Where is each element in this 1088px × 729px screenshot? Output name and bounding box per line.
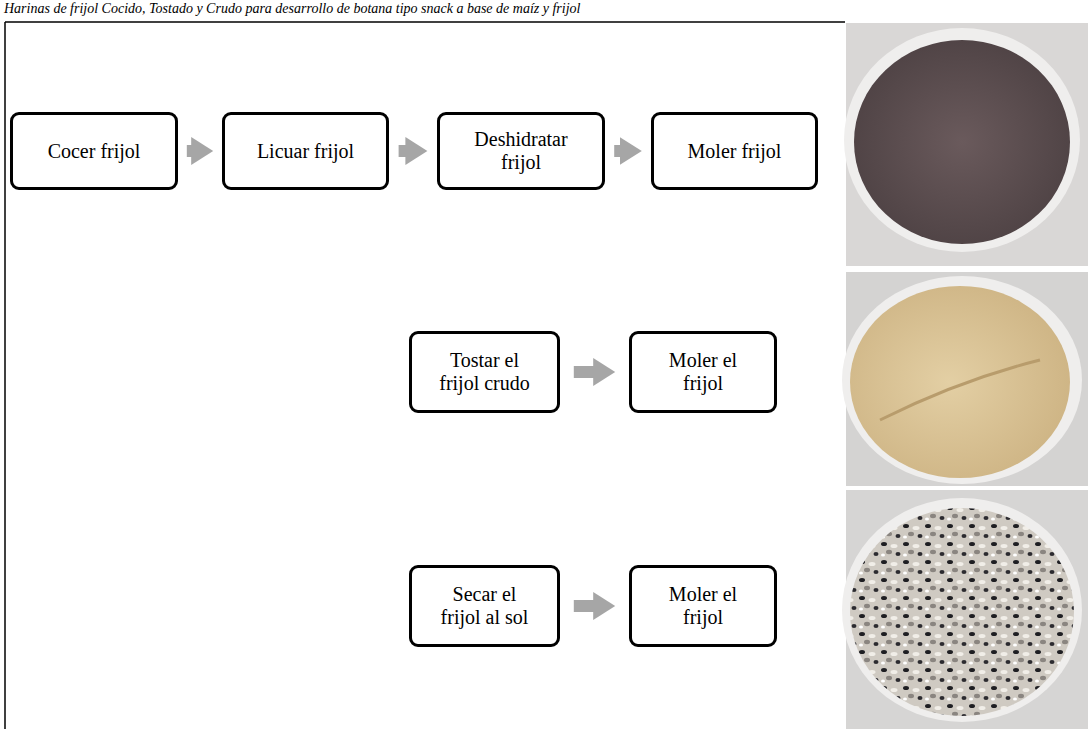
step-label: Tostar el frijol crudo [435,349,535,395]
step-label: Licuar frijol [257,140,354,163]
step-label: Cocer frijol [48,140,141,163]
photo-toasted-flour [842,272,1088,486]
process-box: Secar el frijol al sol [409,565,560,647]
step-label: Moler el frijol [648,349,758,395]
step-label: Secar el frijol al sol [435,583,535,629]
flow-arrow [574,366,595,378]
process-box: Tostar el frijol crudo [409,331,560,413]
flow-arrow [187,145,193,157]
process-box: Deshidratar frijol [437,112,605,190]
step-label: Moler frijol [688,140,782,163]
step-label: Deshidratar frijol [461,128,581,174]
flow-arrow [614,145,622,157]
process-box: Licuar frijol [222,112,389,190]
step-label: Moler el frijol [648,583,758,629]
flow-arrow [399,145,408,157]
process-box: Moler el frijol [629,331,777,413]
flow-arrow [574,600,595,612]
photo-cooked-flour [844,23,1088,266]
process-box: Moler frijol [651,112,818,190]
process-box: Cocer frijol [10,112,178,190]
photo-raw-ground-bean [842,490,1088,729]
process-box: Moler el frijol [629,565,777,647]
caption: Harinas de frijol Cocido, Tostado y Crud… [4,1,580,17]
frame [5,22,845,729]
